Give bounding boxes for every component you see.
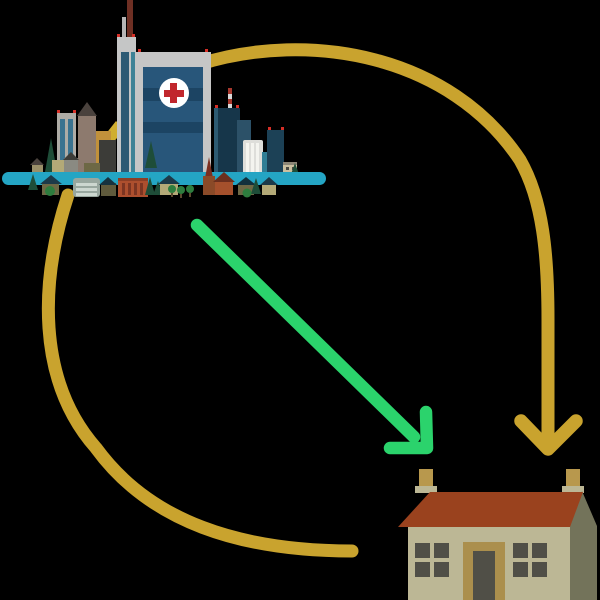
roof-beacon	[268, 127, 271, 130]
pine-tree	[145, 177, 155, 195]
building-window	[286, 167, 289, 170]
tower-navy-2	[267, 130, 284, 180]
gable-house-roof	[213, 172, 235, 182]
building-stripe	[251, 143, 254, 179]
base-building	[52, 160, 66, 172]
window-pane	[532, 543, 547, 558]
tower-navy-highlight	[214, 108, 218, 180]
cottage-roof	[40, 175, 62, 184]
container-stripe	[128, 183, 131, 195]
building-stripe	[256, 143, 259, 179]
base-building	[64, 158, 78, 172]
container-stripe	[140, 183, 143, 195]
boathouse-stripe	[76, 193, 97, 196]
chimney-cap	[415, 486, 437, 493]
roof-beacon	[215, 105, 218, 108]
cottage-body	[101, 183, 116, 196]
round-tree	[45, 186, 55, 196]
tree-trunk	[180, 194, 182, 198]
roof-beacon	[117, 34, 120, 37]
pine-tree	[28, 174, 38, 190]
window-pane	[434, 562, 449, 577]
church-spire	[205, 157, 213, 178]
pine-tree	[251, 178, 261, 194]
window-pane	[513, 543, 528, 558]
striped-antenna	[228, 104, 232, 108]
window-pane	[532, 562, 547, 577]
direct-arrow-shaft	[190, 218, 421, 444]
tower-brown-roof	[77, 102, 97, 116]
tower-gray-window	[60, 119, 65, 177]
container-stripe	[122, 183, 125, 195]
building-beige-roofline	[283, 162, 297, 165]
base-building	[30, 158, 44, 165]
city-illustration	[2, 0, 326, 198]
base-building	[32, 165, 43, 172]
roof-beacon	[132, 34, 135, 37]
container-stripe	[134, 183, 137, 195]
boathouse	[73, 178, 100, 197]
right-migration-arc	[193, 43, 555, 448]
container-roofline	[118, 178, 148, 181]
cypress-tree	[145, 141, 157, 168]
roof-beacon	[236, 105, 239, 108]
tower-gray-window	[68, 119, 73, 177]
window-pane	[415, 543, 430, 558]
base-building-roof	[63, 152, 79, 160]
tree-trunk	[171, 193, 173, 197]
front-door	[473, 551, 495, 600]
building-dark	[99, 140, 116, 180]
window-pane	[513, 562, 528, 577]
chimney	[419, 469, 433, 488]
house-roof	[398, 492, 583, 527]
tower-navy	[214, 108, 240, 180]
boathouse-stripe	[76, 183, 97, 186]
round-tree	[186, 185, 194, 193]
antenna-mast-gray	[122, 17, 126, 38]
window-pane	[415, 562, 430, 577]
migration-arrows	[41, 43, 583, 558]
house-illustration	[398, 469, 597, 600]
round-tree	[242, 188, 252, 198]
roof-beacon	[73, 110, 76, 113]
building-stripe	[246, 143, 249, 179]
roof-beacon	[138, 49, 141, 52]
chimney	[566, 469, 580, 488]
cottage-roof	[236, 177, 256, 185]
chimney-cap	[562, 486, 584, 493]
antenna-mast-red	[127, 0, 133, 38]
round-tree	[168, 185, 176, 193]
right-arrowhead	[514, 414, 583, 456]
striped-antenna	[228, 99, 232, 104]
round-tree	[177, 186, 185, 194]
gable-house-body	[215, 180, 233, 195]
roof-beacon	[205, 49, 208, 52]
striped-antenna	[228, 94, 232, 99]
church-body	[203, 176, 215, 195]
base-building	[84, 163, 100, 172]
roof-beacon	[57, 110, 60, 113]
red-cross-icon	[164, 90, 184, 97]
cottage-roof	[260, 177, 278, 185]
boathouse-stripe	[76, 188, 97, 191]
cottage-roof	[158, 175, 180, 184]
cottage-body	[262, 183, 276, 195]
left-migration-arc	[41, 188, 359, 558]
direct-arrowhead	[383, 405, 434, 455]
window-pane	[434, 543, 449, 558]
striped-antenna	[228, 88, 232, 94]
house-side-wall	[570, 491, 597, 600]
left-tower-window-blue	[121, 52, 129, 180]
hospital-glass-band	[143, 122, 203, 133]
roof-beacon	[281, 127, 284, 130]
left-tower-window-teal	[131, 52, 136, 180]
tree-trunk	[189, 193, 191, 197]
cottage-roof	[99, 177, 117, 185]
